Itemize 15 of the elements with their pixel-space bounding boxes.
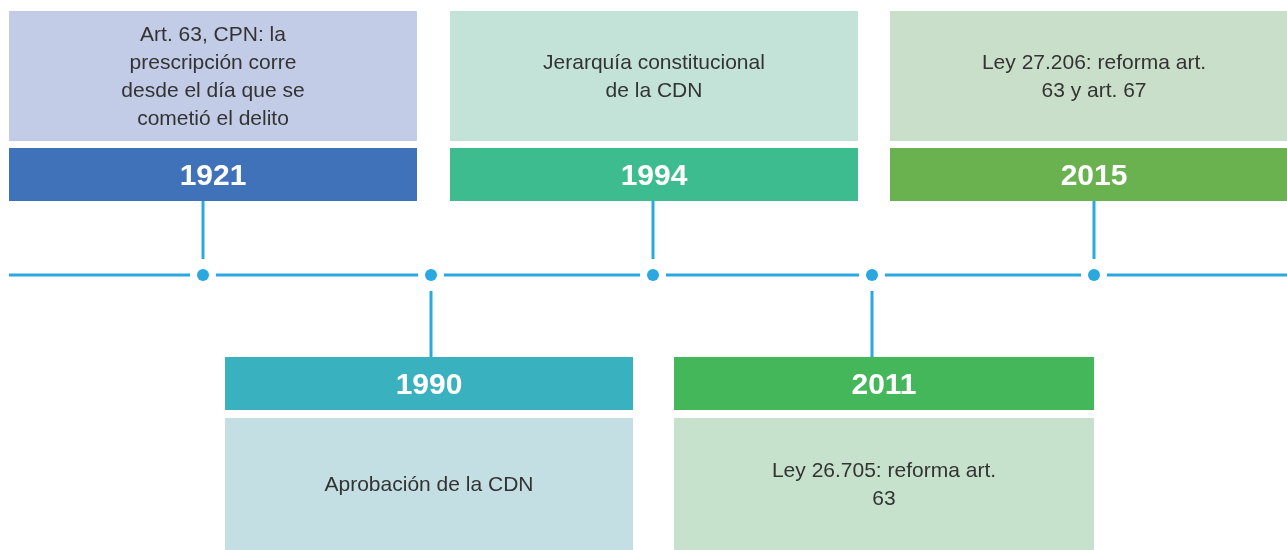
description-box: Ley 26.705: reforma art. 63	[674, 418, 1094, 550]
year-banner: 1990	[225, 357, 633, 410]
description-box: Art. 63, CPN: la prescripción corre desde el día que se cometió el delito	[9, 11, 417, 141]
description-box: Aprobación de la CDN	[225, 418, 633, 550]
year-banner: 2015	[890, 148, 1287, 201]
connector-line	[870, 291, 874, 357]
connector-line	[429, 291, 433, 357]
connector-line	[1092, 201, 1096, 259]
description-box: Ley 27.206: reforma art. 63 y art. 67	[890, 11, 1287, 141]
year-banner: 1921	[9, 148, 417, 201]
description-box: Jerarquía constitucional de la CDN	[450, 11, 858, 141]
year-banner: 2011	[674, 357, 1094, 410]
year-banner: 1994	[450, 148, 858, 201]
connector-line	[201, 201, 205, 259]
connector-line	[651, 201, 655, 259]
